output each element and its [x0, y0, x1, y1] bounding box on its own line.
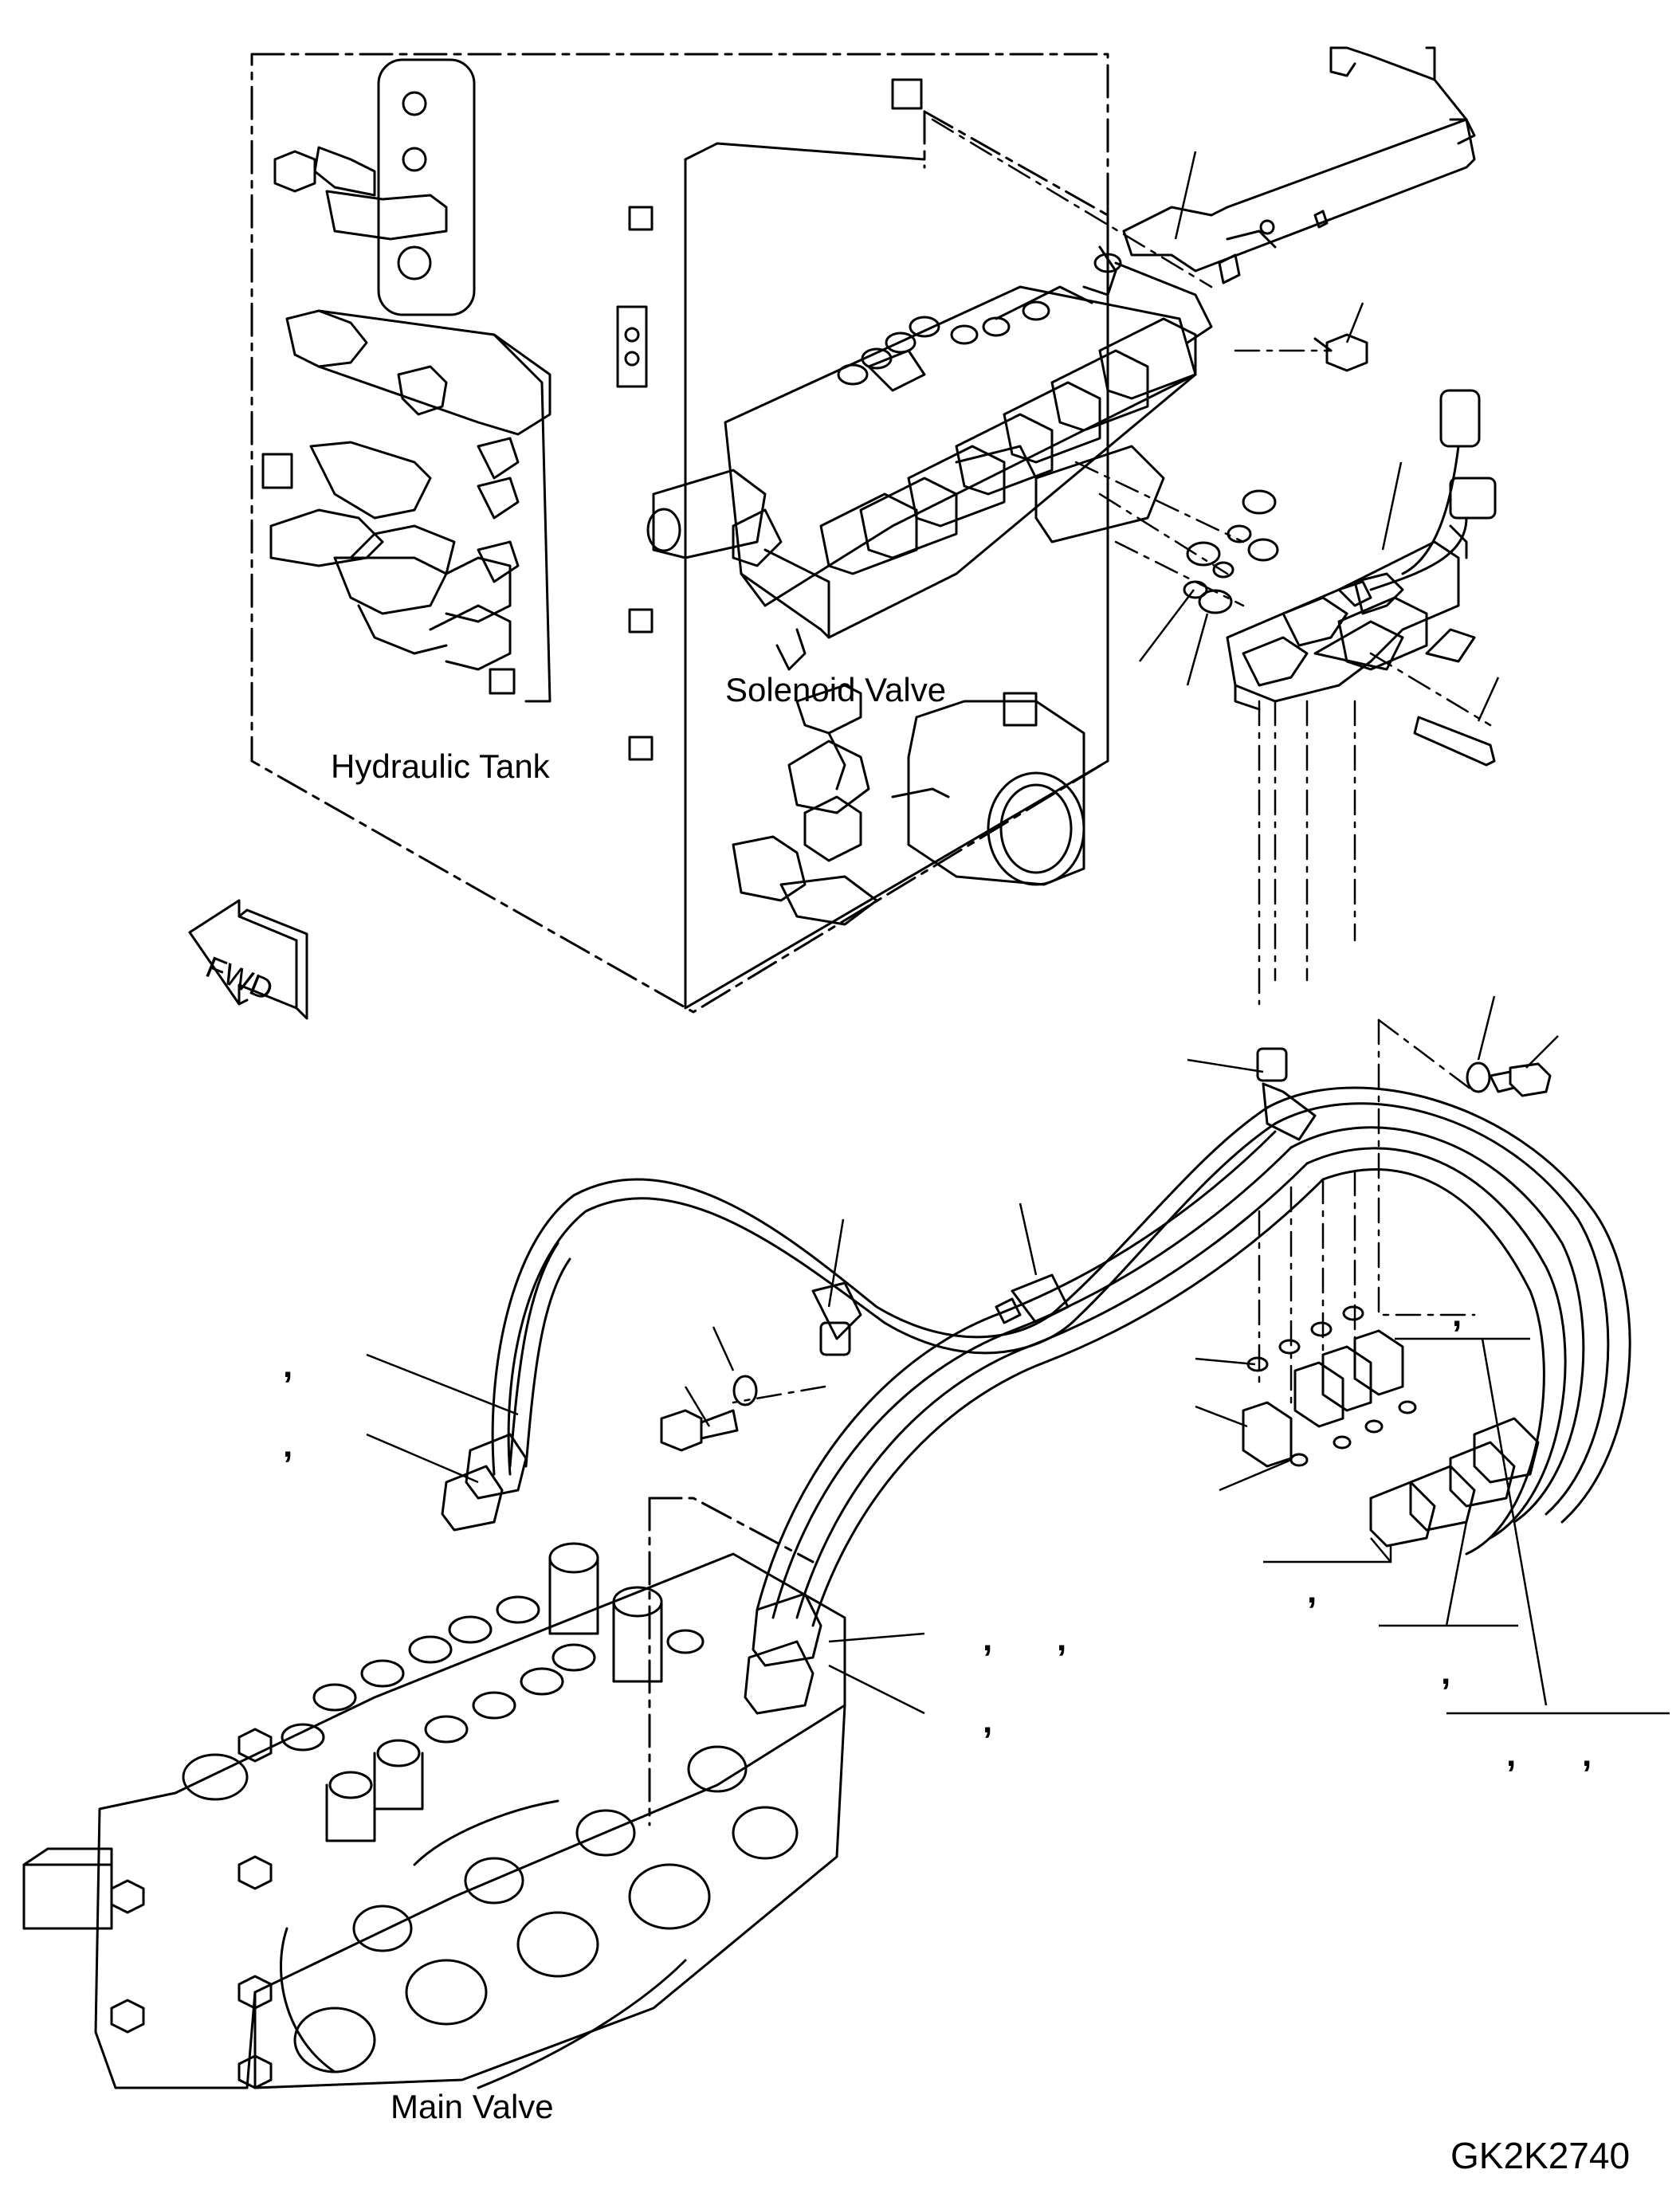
- bolt-bracket: [1313, 333, 1368, 372]
- callout-comma: ,: [283, 1426, 293, 1465]
- couplers-right: [1369, 1417, 1540, 1548]
- assembly-leader-lines: [732, 118, 1492, 1404]
- solenoid-valve-block: [1183, 389, 1497, 767]
- callout-comma: ,: [983, 1701, 993, 1740]
- callout-comma: ,: [283, 1346, 293, 1385]
- callout-leaders: [366, 151, 1670, 1715]
- drawing-code: GK2K2740: [1450, 2135, 1631, 2176]
- callout-comma: ,: [1307, 1571, 1317, 1610]
- callout-comma: ,: [1506, 1735, 1517, 1774]
- callout-comma: ,: [1582, 1735, 1592, 1774]
- fwd-arrow: [188, 899, 308, 1020]
- main-valve-body: [22, 1542, 846, 2089]
- hydraulic-tank-outline: [250, 53, 1109, 1014]
- hydraulic-tank-fittings: [261, 58, 551, 703]
- solenoid-valve-body: [646, 245, 1213, 926]
- callout-comma: ,: [1452, 1295, 1462, 1334]
- callout-comma: ,: [1057, 1619, 1067, 1658]
- hose-clamps: [811, 1047, 1317, 1356]
- main-valve-label: Main Valve: [391, 2088, 554, 2125]
- bolt-washer-right: [1466, 1061, 1552, 1097]
- callout-comma: ,: [1441, 1653, 1451, 1692]
- solenoid-valve-label: Solenoid Valve: [725, 671, 947, 708]
- solenoid-valve-plate-outline: [923, 110, 1109, 217]
- main-valve-outline: [648, 1497, 814, 1826]
- couplers-left: [441, 1433, 822, 1715]
- bracket: [1122, 46, 1476, 284]
- callout-comma: ,: [983, 1619, 993, 1658]
- solenoid-valve-plate: [616, 78, 1109, 1010]
- hydraulic-tank-label: Hydraulic Tank: [331, 747, 550, 785]
- elbow-fittings: [1242, 1305, 1417, 1468]
- bolt-washer-left: [660, 1375, 758, 1452]
- hose-bundle: [491, 1086, 1631, 1627]
